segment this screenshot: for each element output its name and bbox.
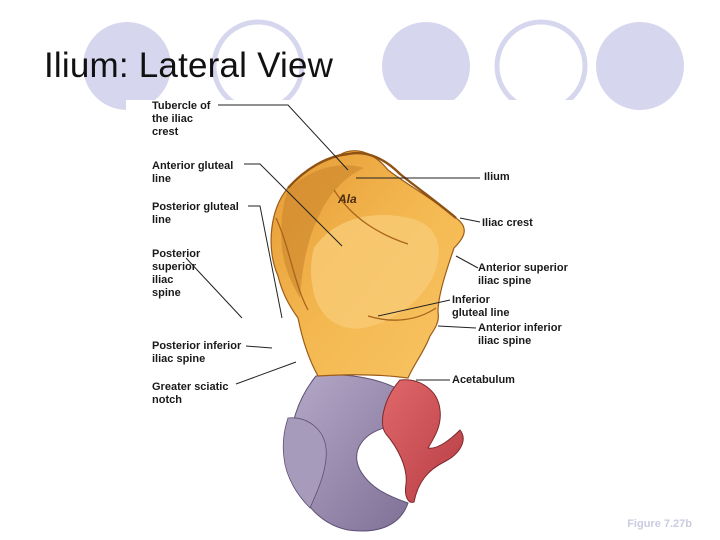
leader-posterior-superior-spine bbox=[185, 257, 243, 319]
label-acetabulum: Acetabulum bbox=[452, 374, 515, 386]
deco-circle-3 bbox=[382, 22, 470, 110]
leader-anterior-gluteal bbox=[244, 163, 343, 247]
ilium-shadow bbox=[281, 165, 364, 298]
decorative-circles bbox=[83, 19, 684, 120]
deco-circle-1 bbox=[83, 22, 171, 110]
label-inferior-gluteal-line: Inferior gluteal line bbox=[452, 294, 510, 319]
label-anterior-gluteal-line: Anterior gluteal line bbox=[152, 160, 234, 185]
ilium-illustration bbox=[185, 104, 481, 532]
acetabulum-region bbox=[382, 379, 464, 503]
ischial-ramus bbox=[282, 417, 327, 509]
leader-posterior-gluteal bbox=[248, 205, 283, 319]
label-tubercle-of-iliac-crest: Tubercle of the iliac crest bbox=[152, 100, 211, 138]
anterior-gluteal-line-ridge bbox=[333, 189, 409, 245]
leader-iliac-crest bbox=[459, 217, 481, 223]
ilium-figure: Ala Tubercle of the iliac crest Anterior… bbox=[138, 98, 586, 536]
label-posterior-inferior-iliac-spine: Posterior inferior iliac spine bbox=[152, 340, 242, 365]
ala-label: Ala bbox=[338, 192, 357, 206]
leader-greater-sciatic-notch bbox=[235, 361, 297, 385]
label-iliac-crest: Iliac crest bbox=[482, 217, 533, 229]
label-anterior-inferior-iliac-spine: Anterior inferior iliac spine bbox=[478, 322, 562, 347]
leader-posterior-inferior-spine bbox=[245, 345, 273, 349]
label-posterior-gluteal-line: Posterior gluteal line bbox=[152, 201, 239, 226]
label-greater-sciatic-notch: Greater sciatic notch bbox=[152, 381, 229, 406]
posterior-gluteal-line-ridge bbox=[275, 217, 309, 311]
inferior-gluteal-line-ridge bbox=[367, 307, 437, 321]
leader-tubercle bbox=[218, 104, 349, 171]
leader-anterior-superior-spine bbox=[455, 255, 479, 269]
iliac-crest-rim bbox=[287, 151, 457, 219]
deco-circle-4 bbox=[494, 19, 588, 113]
label-ilium: Ilium bbox=[484, 171, 510, 183]
deco-circle-5 bbox=[596, 22, 684, 110]
leader-inferior-gluteal bbox=[377, 299, 451, 317]
leader-anterior-inferior-spine bbox=[437, 325, 477, 329]
figure-caption: Figure 7.27b bbox=[627, 518, 692, 530]
slide-title: Ilium: Lateral View bbox=[44, 46, 334, 85]
label-posterior-superior-iliac-spine: Posterior superior iliac spine bbox=[152, 248, 201, 299]
label-anterior-superior-iliac-spine: Anterior superior iliac spine bbox=[478, 262, 568, 287]
